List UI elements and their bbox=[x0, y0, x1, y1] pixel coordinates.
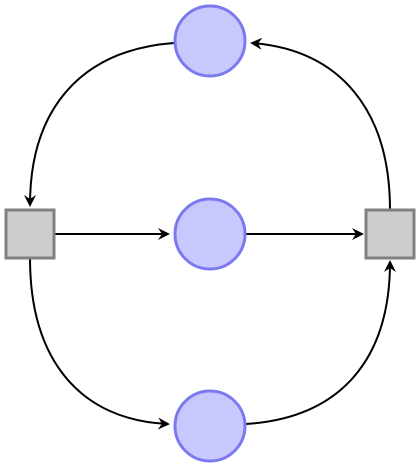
transition-right bbox=[364, 208, 416, 260]
arc-transition-left-to-place-bottom bbox=[29, 257, 170, 430]
arc-transition-right-to-place-top bbox=[250, 37, 391, 211]
transition-left bbox=[4, 208, 56, 260]
place-top bbox=[173, 4, 247, 78]
arc-place-top-to-transition-left bbox=[24, 42, 175, 207]
place-middle bbox=[173, 197, 247, 271]
place-bottom bbox=[173, 389, 247, 463]
arc-place-bottom-to-transition-right bbox=[245, 260, 396, 425]
